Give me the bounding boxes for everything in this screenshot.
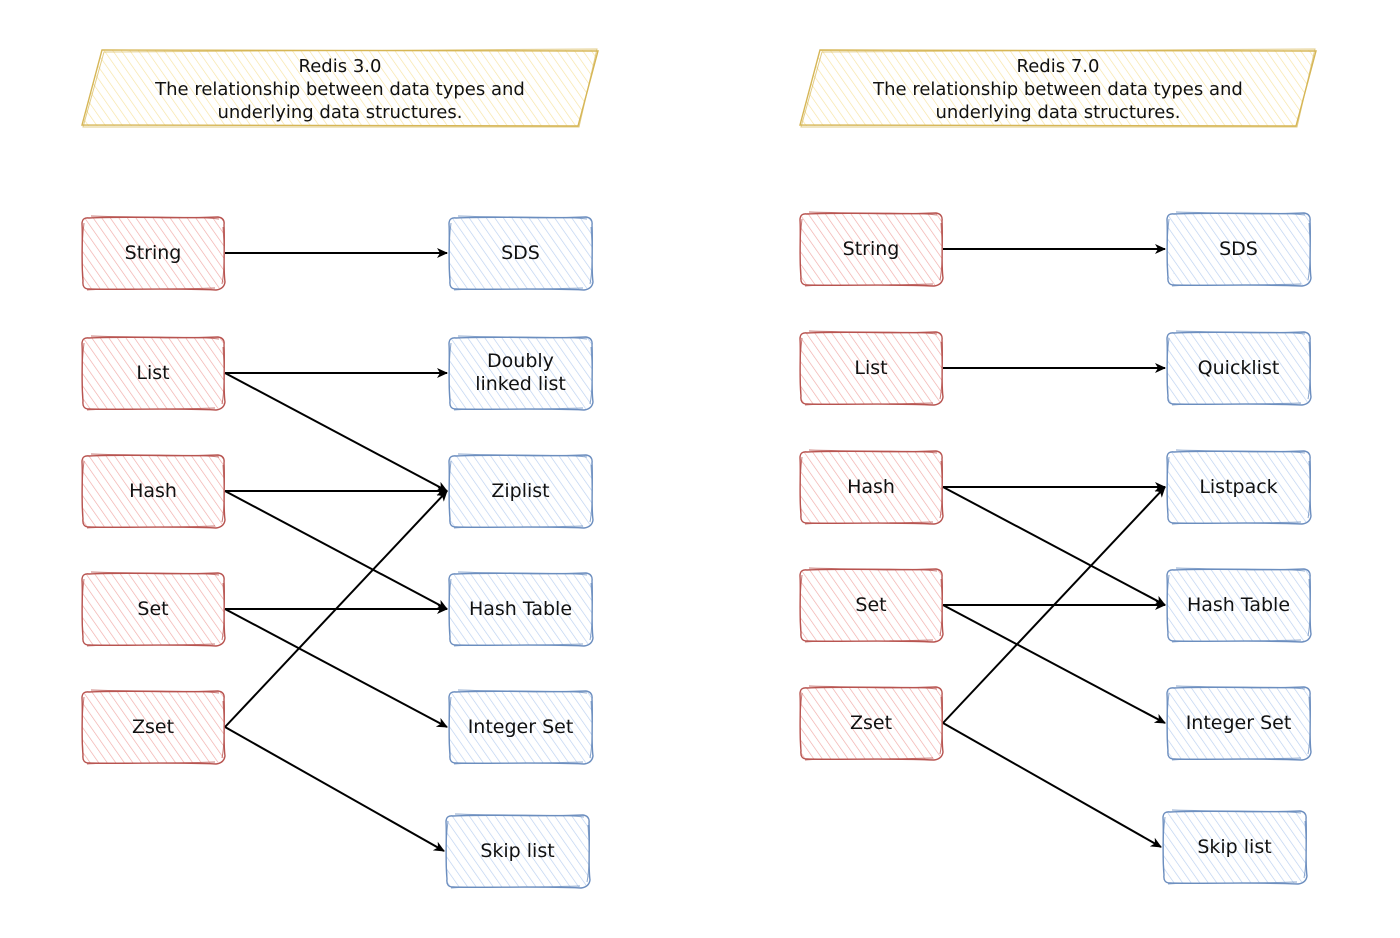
edge-set-to-integer-set bbox=[224, 608, 448, 728]
type-node-box-hash bbox=[81, 453, 226, 529]
type-node-box-list bbox=[799, 330, 944, 406]
edge-hash-to-hash-table bbox=[224, 490, 448, 610]
panel-title-redis3: Redis 3.0 The relationship between data … bbox=[100, 52, 580, 126]
edge-zset-to-listpack bbox=[942, 486, 1166, 724]
edge-list-to-ziplist bbox=[224, 372, 448, 492]
structure-node-box-integer-set bbox=[1166, 685, 1312, 761]
structure-node-box-skip-list bbox=[445, 813, 591, 889]
panel-title-banner bbox=[81, 48, 599, 128]
structure-node-box-integer-set bbox=[448, 689, 594, 765]
type-node-box-hash bbox=[799, 449, 944, 525]
edge-zset-to-ziplist bbox=[224, 490, 448, 728]
structure-node-box-hash-table bbox=[448, 571, 594, 647]
structure-node-box-skip-list bbox=[1162, 809, 1308, 885]
structure-node-box-sds bbox=[1166, 211, 1312, 287]
panel-title-line: underlying data structures. bbox=[935, 101, 1181, 123]
panel-title-line: underlying data structures. bbox=[217, 101, 463, 123]
panel-title-banner bbox=[799, 48, 1317, 128]
edge-zset-to-skip-list bbox=[224, 726, 445, 852]
type-node-box-set bbox=[799, 567, 944, 643]
panel-title-version: Redis 7.0 bbox=[1016, 55, 1100, 77]
type-node-box-zset bbox=[81, 689, 226, 765]
structure-node-box-quicklist bbox=[1166, 330, 1312, 406]
edge-hash-to-hash-table bbox=[942, 486, 1166, 606]
structure-node-box-doubly-linked-list bbox=[448, 335, 594, 411]
structure-node-box-hash-table bbox=[1166, 567, 1312, 643]
edge-zset-to-skip-list bbox=[942, 722, 1162, 848]
structure-node-box-sds bbox=[448, 215, 594, 291]
structure-node-box-ziplist bbox=[448, 453, 594, 529]
panel-title-line: The relationship between data types and bbox=[155, 78, 525, 100]
type-node-box-string bbox=[81, 215, 226, 291]
panel-title-line: The relationship between data types and bbox=[873, 78, 1243, 100]
type-node-box-set bbox=[81, 571, 226, 647]
structure-node-box-listpack bbox=[1166, 449, 1312, 525]
panel-title-redis7: Redis 7.0 The relationship between data … bbox=[818, 52, 1298, 126]
type-node-box-zset bbox=[799, 685, 944, 761]
panel-title-version: Redis 3.0 bbox=[298, 55, 382, 77]
type-node-box-string bbox=[799, 211, 944, 287]
type-node-box-list bbox=[81, 335, 226, 411]
edge-set-to-integer-set bbox=[942, 604, 1166, 724]
